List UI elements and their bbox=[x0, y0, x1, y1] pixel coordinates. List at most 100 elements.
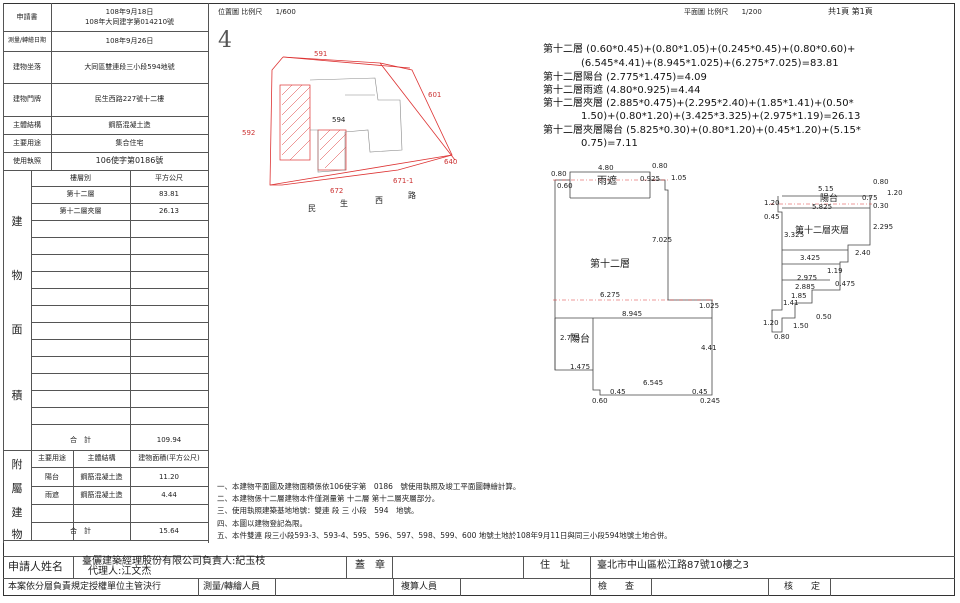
annex-area: 11.20 bbox=[158, 473, 180, 481]
dim-label: 2.885 bbox=[795, 283, 816, 291]
dim-label: 5.825 bbox=[812, 203, 833, 211]
dim-label: 1.19 bbox=[827, 267, 843, 275]
dim-label: 1.475 bbox=[570, 363, 591, 371]
survey-date-label: 測量/轉繪日期 bbox=[7, 37, 47, 44]
dim-label: 5.15 bbox=[818, 185, 834, 193]
note-line: 二、本建物係十二層建物本件僅測量第 十二層 第十二層夾層部分。 bbox=[217, 494, 440, 503]
dim-label: 7.025 bbox=[652, 236, 673, 244]
lot-label: 601 bbox=[428, 91, 442, 99]
annex-structure: 鋼筋混凝土造 bbox=[80, 473, 123, 481]
dim-label: 6.545 bbox=[643, 379, 664, 387]
address-label: 住 址 bbox=[540, 560, 570, 571]
formula-line: 第十二層夾層陽台 (5.825*0.30)+(0.80*1.20)+(0.45*… bbox=[543, 125, 861, 136]
dim-label: 1.41 bbox=[783, 299, 799, 307]
dim-label: 0.45 bbox=[610, 388, 626, 396]
area-vertical-2: 物 bbox=[11, 269, 23, 282]
note-line: 四、本圖以建物登記為限。 bbox=[217, 519, 307, 528]
dim-label: 0.925 bbox=[640, 175, 661, 183]
permit-label: 使用執照 bbox=[13, 157, 41, 165]
formula-line: 1.50)+(0.80*1.20)+(3.425*3.325)+(2.975*1… bbox=[581, 111, 861, 122]
dim-label: 1.20 bbox=[887, 189, 903, 197]
dim-label: 3.425 bbox=[800, 254, 821, 262]
area-vertical-1: 建 bbox=[11, 215, 23, 228]
lot-label: 594 bbox=[332, 116, 346, 124]
plan-label: 平面圖 比例尺 1/200 bbox=[684, 8, 762, 16]
dim-label: 0.80 bbox=[774, 333, 790, 341]
use: 集合住宅 bbox=[115, 139, 144, 147]
dim-label: 1.50 bbox=[793, 322, 809, 330]
dim-label: 0.75 bbox=[862, 194, 878, 202]
address: 臺北市中山區松江路87號10樓之3 bbox=[597, 560, 749, 571]
seal-label: 蓋 章 bbox=[355, 560, 385, 571]
area-vertical-4: 積 bbox=[11, 389, 23, 402]
annex-total-label: 合 計 bbox=[70, 527, 91, 535]
north-arrow-icon: 4 bbox=[218, 28, 232, 53]
applicant-no: 108年大同建字第014210號 bbox=[84, 18, 175, 26]
lot-label: 640 bbox=[444, 158, 458, 166]
survey-date: 108年9月26日 bbox=[105, 37, 154, 45]
floor-name: 第十二層夾層 bbox=[59, 207, 102, 215]
checker-label: 檢 查 bbox=[598, 582, 635, 592]
dim-label: 0.30 bbox=[873, 202, 889, 210]
location: 大同區雙連段三小段594地號 bbox=[84, 63, 175, 71]
formula-line: 0.75)=7.11 bbox=[581, 138, 638, 149]
annex-vertical-2: 屬 bbox=[11, 482, 23, 495]
formula-line: 第十二層雨遮 (4.80*0.925)=4.44 bbox=[543, 85, 701, 96]
floor-area: 26.13 bbox=[158, 207, 180, 215]
annex-total: 15.64 bbox=[158, 527, 180, 535]
dim-label: 0.60 bbox=[557, 182, 573, 190]
annex-use: 雨遮 bbox=[45, 491, 59, 499]
formula-line: 第十二層 (0.60*0.45)+(0.80*1.05)+(0.245*0.45… bbox=[543, 44, 856, 55]
area-col-header: 平方公尺 bbox=[155, 174, 183, 182]
road-char: 民 bbox=[308, 204, 316, 213]
dim-label: 1.20 bbox=[764, 199, 780, 207]
door-label: 建物門牌 bbox=[13, 95, 41, 103]
structure-label: 主體結構 bbox=[13, 121, 41, 129]
door-address: 民生西路227號十二樓 bbox=[94, 95, 165, 103]
position-map-label: 位置圖 比例尺 1/600 bbox=[218, 8, 296, 16]
annex-col-area: 建物面積(平方公尺) bbox=[138, 454, 200, 462]
room-label: 雨遮 bbox=[597, 176, 617, 187]
floor-col-header: 樓層別 bbox=[70, 174, 91, 182]
permit: 106使字第0186號 bbox=[95, 156, 164, 165]
dim-label: 0.80 bbox=[551, 170, 567, 178]
road-char: 生 bbox=[340, 199, 348, 208]
area-vertical-3: 面 bbox=[11, 323, 23, 336]
total-area: 109.94 bbox=[156, 436, 182, 444]
lot-label: 671-1 bbox=[393, 177, 414, 185]
applicant-name-label: 申請人姓名 bbox=[8, 560, 63, 573]
annex-vertical-3: 建 bbox=[11, 506, 23, 519]
dim-label: 2.295 bbox=[873, 223, 894, 231]
dim-label: 6.275 bbox=[600, 291, 621, 299]
room-label: 第十二層夾層 bbox=[795, 226, 850, 236]
agent-name: 代理人:江文杰 bbox=[88, 566, 152, 577]
floor-area: 83.81 bbox=[158, 190, 180, 198]
dim-label: 2.975 bbox=[797, 274, 818, 282]
annex-col-use: 主要用途 bbox=[38, 454, 66, 462]
location-label: 建物坐落 bbox=[13, 63, 41, 71]
dim-label: 1.85 bbox=[791, 292, 807, 300]
dim-label: 3.325 bbox=[784, 231, 805, 239]
road-char: 路 bbox=[408, 191, 416, 200]
dim-label: 0.50 bbox=[816, 313, 832, 321]
annex-use: 陽台 bbox=[45, 473, 59, 481]
dim-label: 2.40 bbox=[855, 249, 871, 257]
dim-label: 4.80 bbox=[598, 164, 614, 172]
reviewer-label: 複算人員 bbox=[401, 582, 438, 592]
dim-label: 0.475 bbox=[835, 280, 856, 288]
applicant-date: 108年9月18日 bbox=[105, 8, 154, 16]
road-char: 西 bbox=[375, 196, 383, 205]
structure: 鋼筋混凝土造 bbox=[108, 121, 151, 129]
room-label: 陽台 bbox=[820, 194, 839, 204]
dim-label: 2.775 bbox=[560, 334, 581, 342]
dim-label: 1.05 bbox=[671, 174, 687, 182]
applicant-name: 臺儷建築經理股份有限公司負責人:紀玉枝 bbox=[82, 556, 266, 567]
dim-label: 4.41 bbox=[701, 344, 717, 352]
approve-label: 核 定 bbox=[784, 582, 821, 592]
lot-label: 591 bbox=[314, 50, 328, 58]
use-label: 主要用途 bbox=[13, 139, 41, 147]
lot-label: 672 bbox=[330, 187, 344, 195]
dim-label: 0.245 bbox=[700, 397, 721, 405]
